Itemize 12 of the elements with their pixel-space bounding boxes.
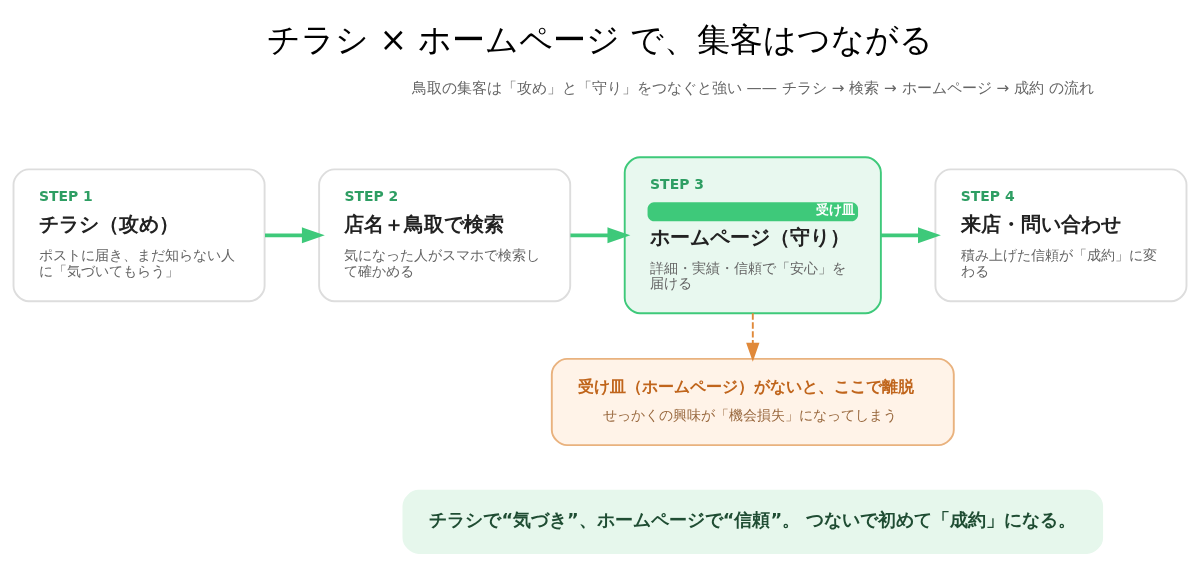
- node-box: STEP 2 店名＋鳥取で検索 気になった人がスマホで検索して確かめる: [318, 168, 572, 303]
- node-box: STEP 4 来店・問い合わせ 積み上げた信頼が「成約」に変わる: [934, 168, 1188, 303]
- arrow: [881, 227, 941, 244]
- arrow: [570, 227, 631, 244]
- arrow: [265, 227, 325, 244]
- node-box: 受け皿（ホームページ）がないと、ここで離脱 せっかくの興味が「機会損失」になってしまう: [550, 357, 955, 447]
- arrow: [746, 312, 760, 362]
- diagram-title: チラシ × ホームページ で、集客はつながる: [266, 19, 934, 59]
- node-box: チラシで“気づき”、ホームページで“信頼”。 つないで初めて「成約」になる。: [402, 489, 1104, 554]
- node-box: STEP 1 チラシ（攻め） ポストに届き、まだ知らない人に「気づいてもらう」: [12, 168, 266, 303]
- label: 鳥取の集客は「攻め」と「守り」をつなぐと強い —— チラシ → 検索 → ホームページ → 成約 の流れ: [411, 78, 1094, 97]
- node-box: STEP 3 受け皿 ホームページ（守り） 詳細・実績・信頼で「安心」を届ける: [623, 156, 882, 315]
